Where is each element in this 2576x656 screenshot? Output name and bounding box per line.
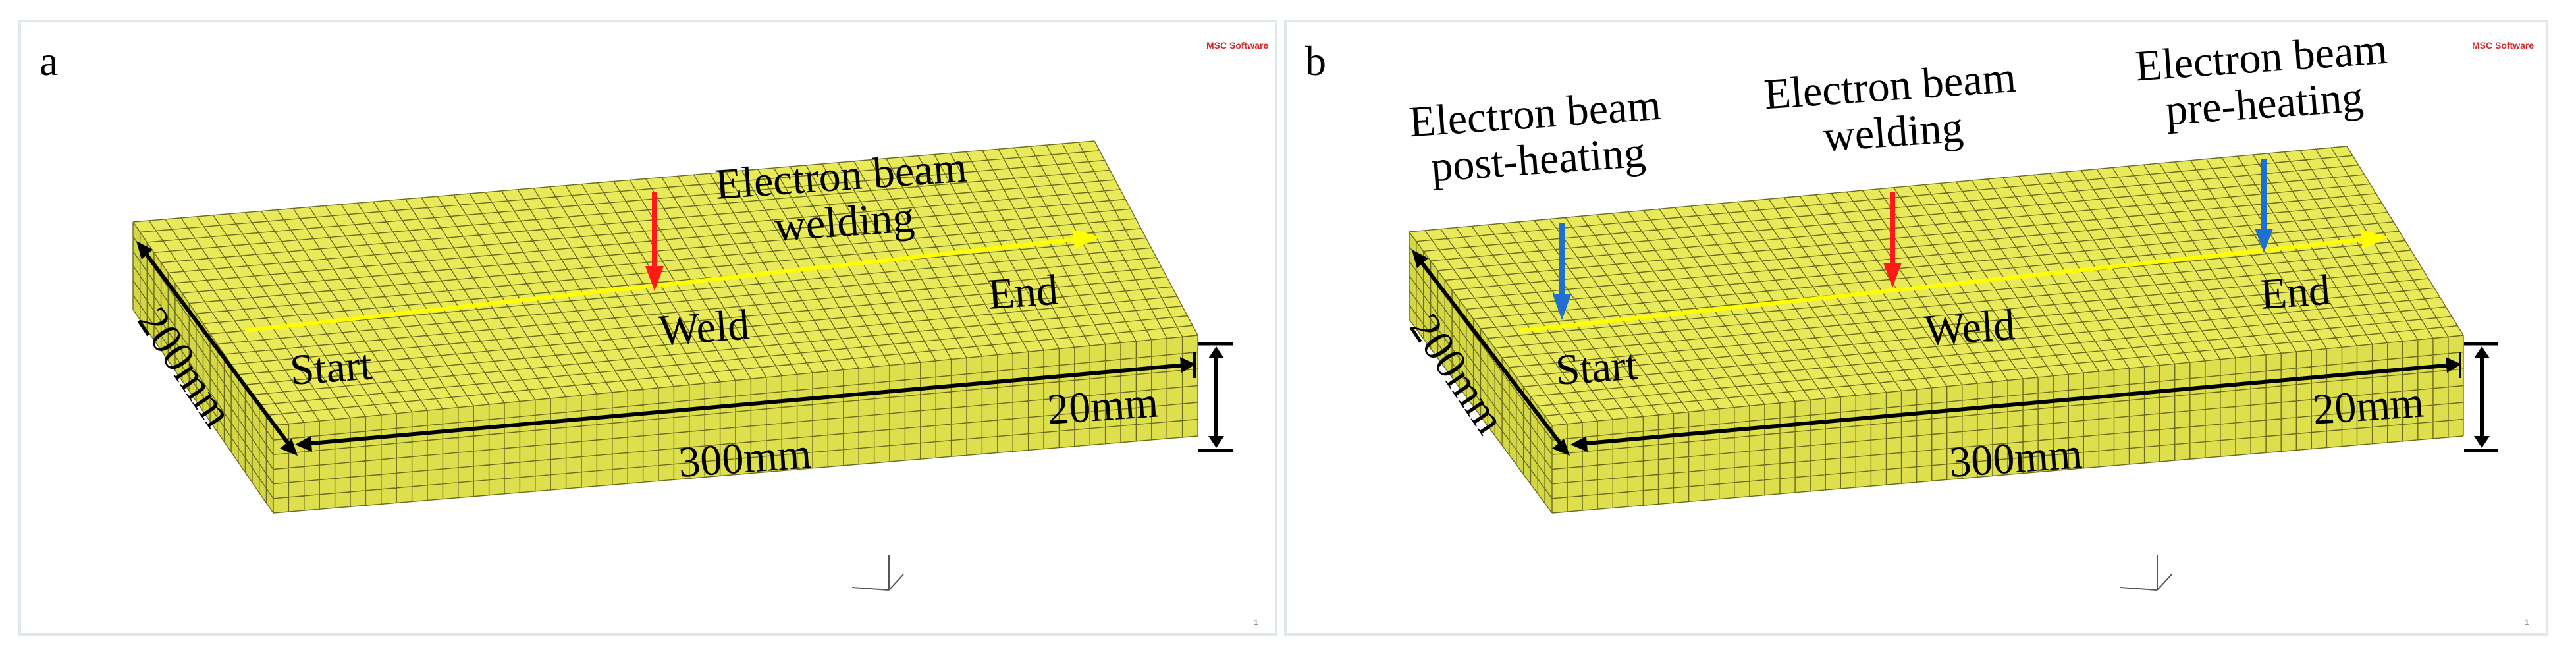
dimension-200mm xyxy=(1412,250,1570,456)
start-label: Start xyxy=(1554,341,1639,395)
msc-logo: MSC Software xyxy=(2472,40,2534,51)
msc-logo: MSC Software xyxy=(1206,40,1268,51)
beam-arrow-post-heating xyxy=(1553,223,1571,320)
beam-arrow-welding xyxy=(1883,192,1902,288)
dimension-300mm xyxy=(1570,352,2461,452)
weld-path-arrow xyxy=(1520,238,2362,333)
dimension-200mm xyxy=(136,241,298,456)
panel-b: b MSC Software Electron beam post-heatin… xyxy=(1284,20,2548,636)
panel-letter: a xyxy=(40,38,58,84)
weld-path-arrowhead xyxy=(2360,229,2389,249)
thickness-dimension-label: 20mm xyxy=(2311,378,2425,434)
dimension-300mm xyxy=(295,352,1196,452)
weld-label: Weld xyxy=(1923,301,2016,355)
weld-path-arrow xyxy=(244,238,1074,333)
page-number: 1 xyxy=(1254,618,1258,627)
panel-a-figure: a MSC Software Electron beam welding Wel… xyxy=(40,38,1268,627)
end-label: End xyxy=(986,266,1060,319)
beam-label-welding-line2: welding xyxy=(1822,103,1965,161)
dimension-20mm xyxy=(2464,342,2498,452)
panel-a: a MSC Software Electron beam welding Wel… xyxy=(18,20,1277,636)
panel-b-figure: b MSC Software Electron beam post-heatin… xyxy=(1305,25,2534,627)
coordinate-triad xyxy=(851,555,904,591)
beam-arrow-pre-heating xyxy=(2255,159,2273,253)
page-number: 1 xyxy=(2525,618,2529,627)
end-label: End xyxy=(2259,266,2332,319)
coordinate-triad xyxy=(2120,555,2172,591)
length-dimension-label: 300mm xyxy=(677,429,813,487)
weld-path-arrowhead xyxy=(1072,229,1101,249)
beam-arrow-welding xyxy=(645,192,664,291)
dimension-20mm xyxy=(1198,342,1233,452)
thickness-dimension-label: 20mm xyxy=(1046,378,1160,434)
length-dimension-label: 300mm xyxy=(1948,429,2083,487)
weld-label: Weld xyxy=(657,301,751,355)
start-label: Start xyxy=(288,341,373,395)
beam-label-welding-line2: welding xyxy=(773,193,916,251)
panel-letter: b xyxy=(1305,38,1326,84)
